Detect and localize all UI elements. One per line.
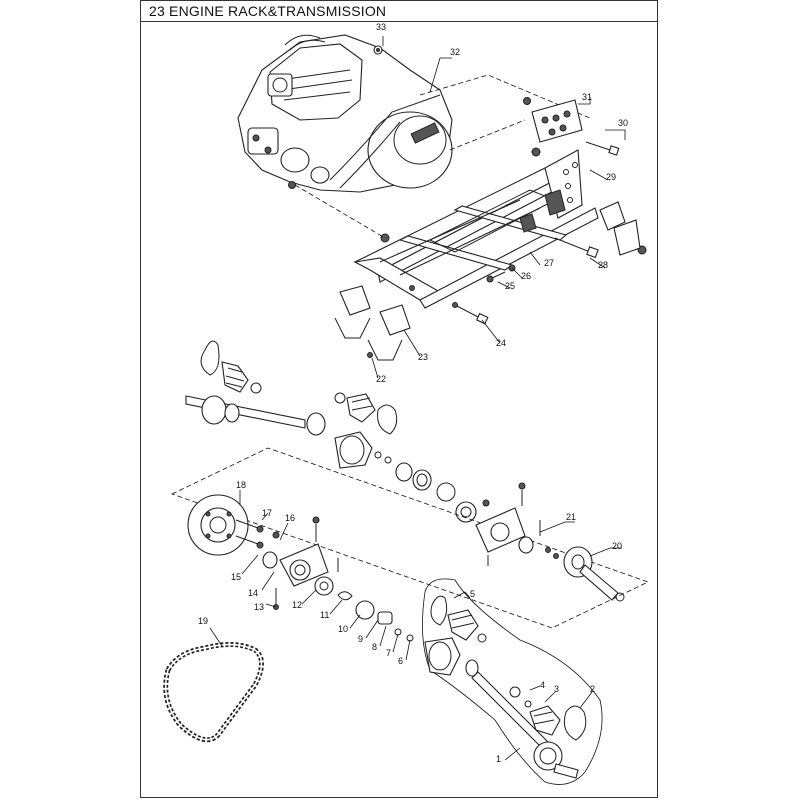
sleeve <box>377 611 393 625</box>
callout-24: 24 <box>496 338 506 348</box>
callout-4: 4 <box>540 680 545 690</box>
callout-5: 5 <box>470 589 475 599</box>
callout-20: 20 <box>612 541 622 551</box>
bearing <box>314 576 334 596</box>
callout-16: 16 <box>285 513 295 523</box>
nut <box>380 233 390 243</box>
callout-19: 19 <box>198 616 208 626</box>
callout-18: 18 <box>236 480 246 490</box>
callout-31: 31 <box>582 92 592 102</box>
mount-bracket <box>523 97 583 143</box>
callout-23: 23 <box>418 352 428 362</box>
callout-25: 25 <box>505 281 515 291</box>
title-bar: 23 ENGINE RACK&TRANSMISSION <box>141 1 657 22</box>
bolt <box>452 302 489 325</box>
right-mount-bracket <box>554 201 641 259</box>
callout-22: 22 <box>376 374 386 384</box>
callout-9: 9 <box>358 634 363 644</box>
axle-hub <box>545 546 625 602</box>
callout-7: 7 <box>386 648 391 658</box>
callout-6: 6 <box>398 656 403 666</box>
assembly-line <box>294 184 386 239</box>
callout-14: 14 <box>248 588 258 598</box>
sub-assembly-outline <box>422 578 603 785</box>
assembly-line <box>419 74 591 119</box>
assembly-line <box>449 119 526 151</box>
page-title: 23 ENGINE RACK&TRANSMISSION <box>149 3 387 19</box>
callout-15: 15 <box>231 572 241 582</box>
bolt <box>585 141 620 156</box>
leader-lines <box>209 36 626 761</box>
engine-rack-frame <box>353 149 599 309</box>
bearing-inner <box>319 581 329 591</box>
callout-32: 32 <box>450 47 460 57</box>
bolt <box>486 264 516 283</box>
drive-sprocket <box>187 494 249 556</box>
sprocket-bolts <box>235 519 280 549</box>
callout-13: 13 <box>254 602 264 612</box>
callout-11: 11 <box>320 610 329 620</box>
callout-33: 33 <box>376 22 386 32</box>
lower-cv-assembly <box>424 595 587 779</box>
drive-chain <box>163 642 264 743</box>
callout-8: 8 <box>372 642 377 652</box>
callout-27: 27 <box>544 258 554 268</box>
callout-12: 12 <box>292 600 302 610</box>
callout-21: 21 <box>566 512 576 522</box>
right-bearing-housing <box>475 482 541 566</box>
callout-3: 3 <box>554 684 559 694</box>
callout-10: 10 <box>338 624 348 634</box>
callout-30: 30 <box>618 118 628 128</box>
callout-17: 17 <box>262 508 272 518</box>
callout-28: 28 <box>598 260 608 270</box>
mount-clamp <box>334 285 415 361</box>
cv-housing <box>334 431 477 523</box>
callout-labels: 33 32 31 30 29 28 27 26 25 24 23 22 21 2… <box>198 22 628 764</box>
callout-26: 26 <box>521 271 531 281</box>
left-bearing-housing <box>262 516 329 587</box>
engine-assembly <box>237 34 453 193</box>
spacer <box>355 600 375 620</box>
nut <box>531 147 541 157</box>
upper-cv-assembly <box>185 340 398 436</box>
callout-29: 29 <box>606 172 616 182</box>
circlip <box>337 591 353 601</box>
callout-2: 2 <box>590 684 595 694</box>
callout-1: 1 <box>496 754 501 764</box>
